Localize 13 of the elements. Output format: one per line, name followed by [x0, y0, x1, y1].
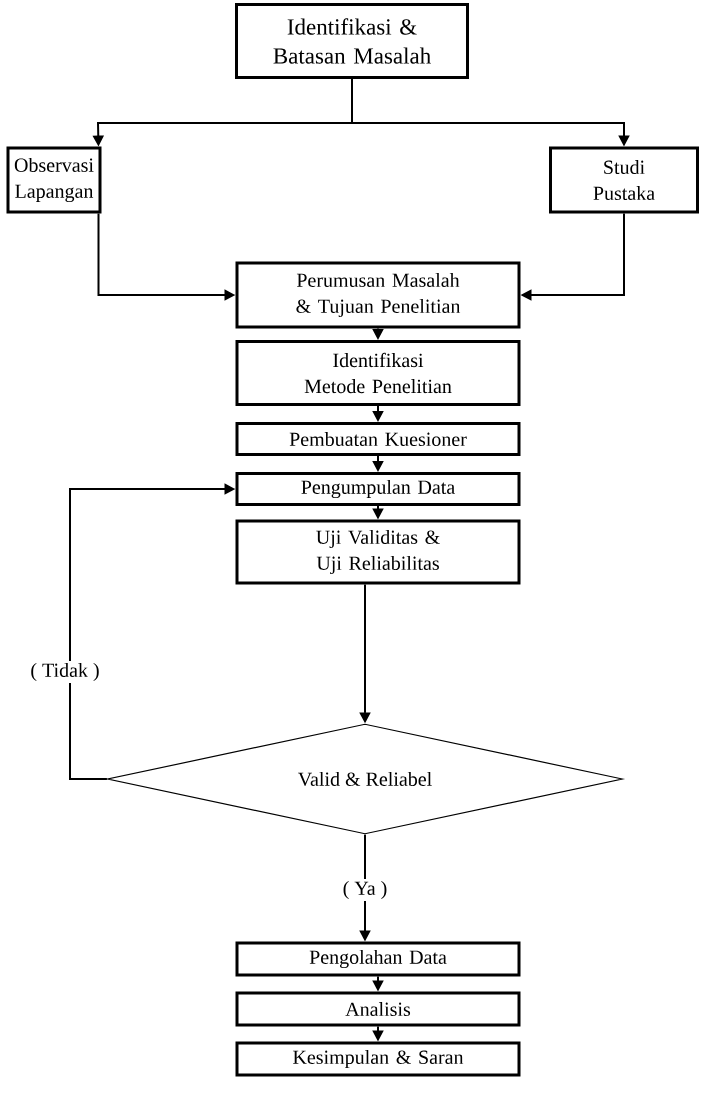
process-box: Analisis [235, 991, 521, 1027]
process-box: Identifikasi Metode Penelitian [235, 340, 521, 406]
process-box: Studi Pustaka [549, 146, 699, 214]
process-box: Perumusan Masalah & Tujuan Penelitian [235, 261, 521, 329]
process-box: Pengumpulan Data [235, 472, 521, 506]
process-box: Observasi Lapangan [6, 146, 102, 214]
edge-label: ( Ya ) [340, 878, 390, 902]
process-box: Uji Validitas & Uji Reliabilitas [235, 519, 521, 585]
process-box: Pengolahan Data [235, 941, 521, 977]
process-box: Pembuatan Kuesioner [235, 422, 521, 456]
edge-label: ( Tidak ) [28, 660, 102, 684]
process-box: Kesimpulan & Saran [235, 1041, 521, 1077]
process-box: Identifikasi & Batasan Masalah [235, 3, 469, 79]
